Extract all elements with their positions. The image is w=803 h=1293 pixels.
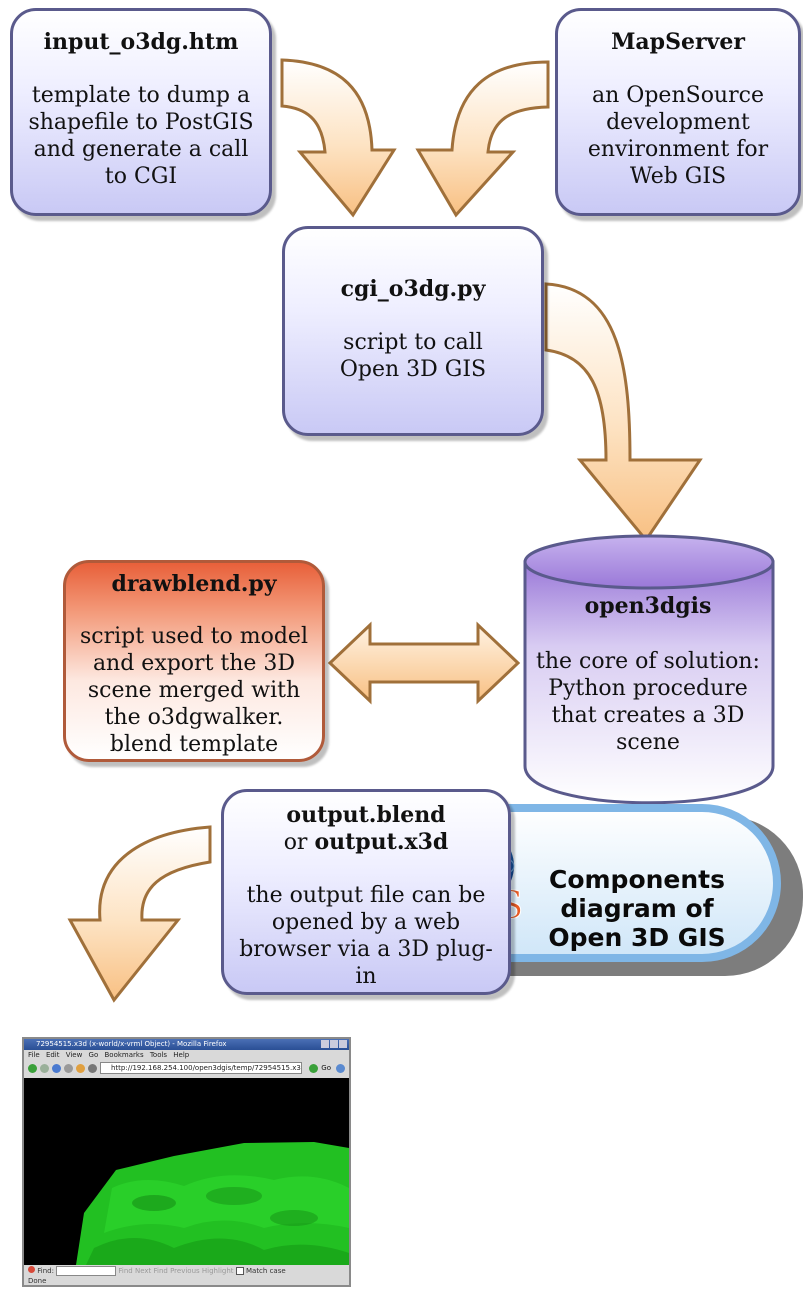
url-field[interactable]: http://192.168.254.100/open3dgis/temp/72…	[100, 1062, 303, 1074]
drawblend-desc: script used to model and export the 3D s…	[80, 624, 308, 757]
mapserver-desc: an OpenSource development environment fo…	[587, 83, 769, 189]
drawblend-title: drawblend.py	[111, 571, 277, 597]
arrow-output-to-browser	[67, 825, 212, 1003]
maximize-icon[interactable]	[330, 1040, 338, 1048]
highlight[interactable]: Highlight	[201, 1267, 234, 1275]
go-button[interactable]: Go	[321, 1064, 331, 1072]
output-title-line: output.blend	[224, 802, 508, 829]
find-input[interactable]	[56, 1266, 117, 1276]
output-x3d-title: output.x3d	[314, 829, 449, 855]
badge-caption: Components diagram of Open 3D GIS	[522, 865, 752, 952]
find-next[interactable]: Find Next	[118, 1267, 152, 1275]
search-icon[interactable]	[336, 1063, 345, 1073]
forward-icon[interactable]	[40, 1063, 49, 1073]
badge-line-1: Components	[548, 865, 726, 894]
arrow-input-to-cgi	[280, 58, 397, 218]
browser-menubar[interactable]: File Edit View Go Bookmarks Tools Help	[28, 1051, 190, 1059]
find-bar: Find: Find Next Find Previous Highlight …	[24, 1266, 349, 1277]
cgi-title: cgi_o3dg.py	[340, 276, 486, 302]
stop-icon[interactable]	[64, 1063, 73, 1073]
find-close-icon[interactable]	[28, 1266, 35, 1273]
arrow-mapserver-to-cgi	[415, 60, 550, 218]
badge-line-3: Open 3D GIS	[548, 923, 726, 952]
x3d-viewport[interactable]	[24, 1078, 349, 1265]
cgi-box: cgi_o3dg.py script to call Open 3D GIS	[282, 226, 544, 436]
cgi-desc: script to call Open 3D GIS	[339, 330, 487, 382]
back-icon[interactable]	[28, 1063, 37, 1073]
match-case-label: Match case	[245, 1267, 286, 1275]
reload-icon[interactable]	[52, 1063, 61, 1073]
browser-screenshot: 72954515.x3d (x-world/x-vrml Object) - M…	[22, 1037, 351, 1287]
go-icon[interactable]	[309, 1063, 319, 1073]
print-icon[interactable]	[88, 1063, 97, 1073]
status-bar: Done	[28, 1277, 47, 1285]
input-desc: template to dump a shapefile to PostGIS …	[28, 83, 254, 189]
browser-title: 72954515.x3d (x-world/x-vrml Object) - M…	[36, 1040, 227, 1048]
input-title: input_o3dg.htm	[43, 29, 239, 55]
badge-line-2: diagram of	[560, 894, 714, 923]
output-blend-title: output.blend	[286, 802, 446, 828]
open3dgis-desc: the core of solution: Python procedure t…	[536, 649, 760, 755]
close-icon[interactable]	[339, 1040, 347, 1048]
terrain-render	[76, 1142, 349, 1265]
output-or: or	[283, 830, 308, 855]
match-case-checkbox[interactable]	[235, 1267, 244, 1275]
open3dgis-title: open3dgis	[584, 593, 712, 619]
mapserver-box: MapServer an OpenSource development envi…	[555, 8, 801, 216]
input-box: input_o3dg.htm template to dump a shapef…	[10, 8, 272, 216]
open3dgis-cylinder	[523, 560, 775, 805]
output-box: output.blend or output.x3d the output fi…	[221, 789, 511, 995]
find-previous[interactable]: Find Previous	[153, 1267, 200, 1275]
window-controls	[321, 1040, 347, 1048]
home-icon[interactable]	[76, 1063, 85, 1073]
output-desc: the output file can be opened by a web b…	[239, 883, 493, 989]
minimize-icon[interactable]	[321, 1040, 329, 1048]
browser-toolbar: http://192.168.254.100/open3dgis/temp/72…	[24, 1060, 349, 1076]
arrow-cgi-to-open3dgis	[544, 282, 703, 543]
output-or-line: or output.x3d	[224, 829, 508, 856]
drawblend-box: drawblend.py script used to model and ex…	[63, 560, 325, 762]
browser-titlebar: 72954515.x3d (x-world/x-vrml Object) - M…	[24, 1039, 349, 1050]
find-label: Find:	[37, 1267, 54, 1275]
arrow-drawblend-open3dgis	[327, 621, 521, 705]
mapserver-title: MapServer	[611, 29, 745, 55]
